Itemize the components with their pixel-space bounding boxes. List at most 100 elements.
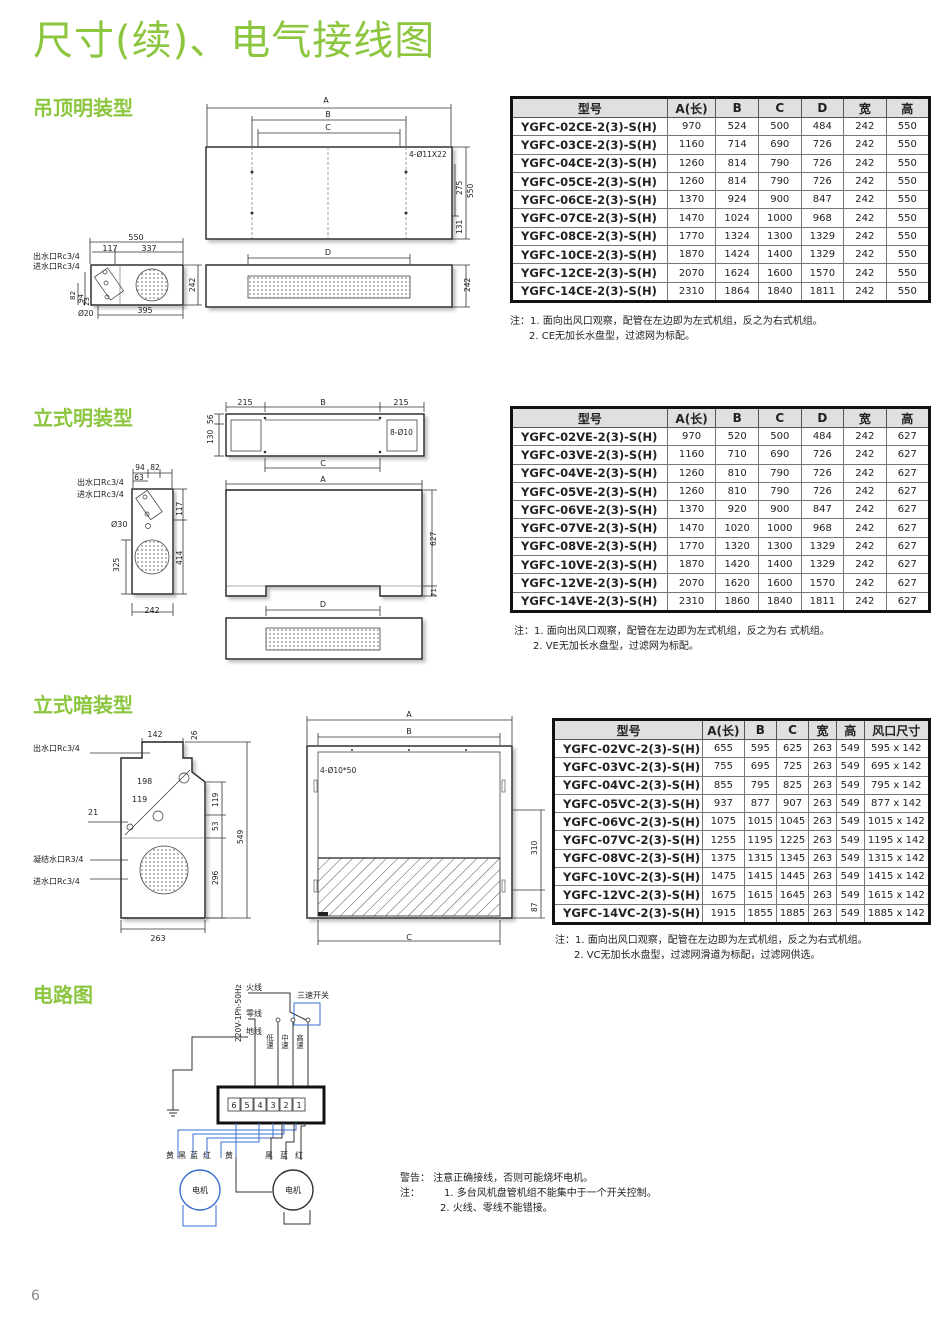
- col-header: 高: [885, 407, 931, 428]
- dim-label: 4-Ø10*50: [320, 766, 356, 775]
- dim-label: A: [323, 96, 329, 105]
- dim-label: 23: [83, 297, 91, 306]
- label-inlet: 进水口Rc3/4: [33, 261, 80, 271]
- dim-label: 26: [190, 730, 199, 740]
- note-line: 2. VE无加长水盘型，过滤网为标配。: [533, 641, 699, 652]
- dim-label: 119: [132, 795, 147, 804]
- value-cell: 627: [885, 591, 931, 612]
- model-cell: YGFC-02CE-2(3)-S(H): [511, 116, 668, 137]
- dim-label: 21: [88, 808, 98, 817]
- model-cell: YGFC-12VC-2(3)-S(H): [552, 885, 704, 905]
- dim-label: 310: [530, 840, 539, 855]
- model-cell: YGFC-08VC-2(3)-S(H): [552, 848, 704, 869]
- col-header: 高: [885, 97, 931, 118]
- col-header: C: [775, 719, 810, 740]
- dim-label: C: [406, 933, 412, 942]
- value-cell: 1600: [757, 573, 802, 593]
- section-title-floor-concealed: 立式暗装型: [33, 693, 133, 717]
- note-line: 2. CE无加长水盘型，过滤网为标配。: [529, 331, 696, 342]
- dim-label: 325: [112, 557, 121, 572]
- dim-label: 119: [211, 792, 220, 807]
- section-title-floor-exposed: 立式明装型: [33, 406, 133, 430]
- wire-label: 黑: [265, 1151, 273, 1160]
- dim-label: 627: [429, 531, 438, 546]
- dim-label: 337: [141, 244, 156, 253]
- wire-label: 蓝: [190, 1150, 198, 1160]
- wire-label: 红: [295, 1150, 303, 1160]
- value-cell: 242: [843, 573, 887, 593]
- dim-label: 82: [69, 291, 77, 300]
- table-header-row: 型号 A(长) B C D 宽 高: [511, 97, 931, 118]
- model-cell: YGFC-07CE-2(3)-S(H): [511, 208, 668, 228]
- dim-label: 395: [137, 306, 152, 315]
- section-title-ceiling-exposed: 吊顶明装型: [33, 96, 133, 120]
- value-cell: 1915: [702, 903, 745, 924]
- model-cell: YGFC-06VC-2(3)-S(H): [552, 812, 704, 832]
- speed-mid: 中速: [280, 1033, 289, 1051]
- power-label: 220V-1Ph-50Hz: [234, 984, 243, 1042]
- col-header: B: [715, 407, 759, 428]
- col-header: 型号: [511, 407, 668, 428]
- col-header: D: [800, 97, 845, 118]
- dim-label: 215: [393, 398, 408, 407]
- terminal-3: 3: [270, 1101, 275, 1110]
- value-cell: 1840: [757, 281, 802, 302]
- dim-label: Ø30: [111, 519, 127, 529]
- value-cell: 1885 x 142: [863, 903, 931, 924]
- value-cell: 1615 x 142: [863, 885, 931, 905]
- value-cell: 1811: [800, 281, 845, 302]
- wire-label: 黑: [178, 1151, 186, 1160]
- model-cell: YGFC-12CE-2(3)-S(H): [511, 263, 668, 283]
- note-line: 注：1. 面向出风口观察，配管在左边即为左式机组，反之为右式机组。: [555, 935, 868, 946]
- dim-label: B: [406, 727, 412, 736]
- value-cell: 1870: [666, 245, 717, 265]
- drawing-vc-side: 142 26 出水口Rc3/4 198 119 21 凝结水口R3/4 进水口R…: [33, 730, 251, 943]
- value-cell: 242: [843, 281, 887, 302]
- model-cell: YGFC-02VC-2(3)-S(H): [552, 738, 704, 759]
- notes-vc: 注：1. 面向出风口观察，配管在左边即为左式机组，反之为右式机组。 2. VC无…: [555, 933, 868, 963]
- label-drain: 凝结水口R3/4: [33, 854, 83, 864]
- model-cell: YGFC-10CE-2(3)-S(H): [511, 245, 668, 265]
- table-header-row: 型号 A(长) B C D 宽 高: [511, 407, 931, 428]
- model-cell: YGFC-07VC-2(3)-S(H): [552, 830, 704, 850]
- model-cell: YGFC-05VE-2(3)-S(H): [511, 481, 668, 502]
- dim-label: 198: [137, 777, 152, 786]
- terminal-2: 2: [283, 1101, 288, 1110]
- dim-label: 242: [188, 277, 197, 292]
- model-cell: YGFC-06CE-2(3)-S(H): [511, 190, 668, 210]
- value-cell: 1645: [775, 885, 810, 905]
- model-cell: YGFC-03VE-2(3)-S(H): [511, 445, 668, 465]
- notes-head: 注：: [400, 1188, 420, 1199]
- dim-label: 414: [175, 550, 184, 565]
- spec-table-ce: 型号 A(长) B C D 宽 高 YGFC-02CE-2(3)-S(H)970…: [510, 96, 931, 303]
- value-cell: 1570: [800, 573, 845, 593]
- notes-ce: 注：1. 面向出风口观察，配管在左边即为左式机组，反之为右式机组。 2. CE无…: [510, 314, 823, 344]
- label-outlet: 出水口Rc3/4: [33, 743, 80, 753]
- value-cell: 1370: [666, 500, 717, 520]
- dim-label: D: [325, 248, 331, 257]
- label-inlet: 进水口Rc3/4: [77, 489, 124, 499]
- model-cell: YGFC-14VE-2(3)-S(H): [511, 591, 668, 612]
- page-number: 6: [31, 1288, 40, 1304]
- wire-label: 黄: [225, 1150, 233, 1160]
- dim-label: 56: [206, 414, 215, 424]
- speed-low: 低速: [265, 1033, 274, 1051]
- dim-label: B: [320, 398, 326, 407]
- model-cell: YGFC-04VE-2(3)-S(H): [511, 463, 668, 483]
- dim-label: 215: [237, 398, 252, 407]
